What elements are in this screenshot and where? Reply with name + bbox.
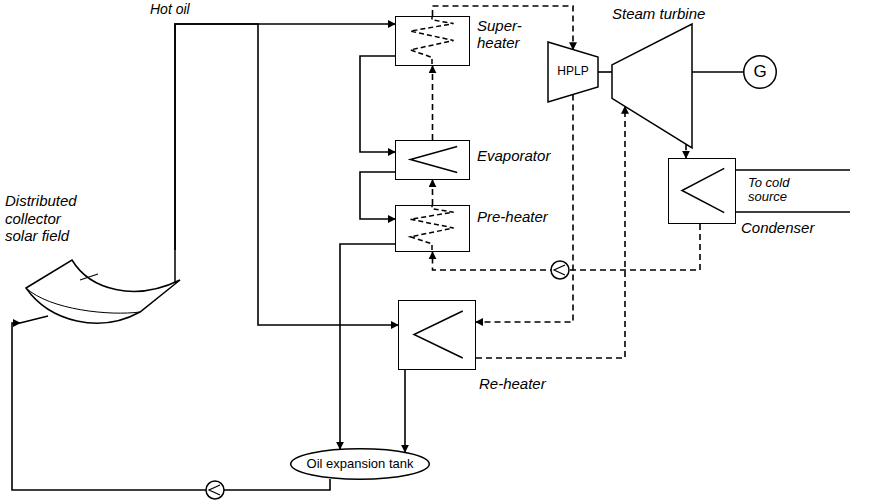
feed-pump (551, 261, 569, 279)
node-heading: Re-heater (479, 375, 546, 392)
preheater-box: Pre-heater (395, 205, 470, 252)
trough-edge (26, 288, 140, 313)
generator-outline (744, 56, 777, 89)
node-label: HPLP (557, 65, 588, 79)
coil-symbol (410, 206, 453, 250)
node-outline (20, 250, 185, 335)
node-heading: Super- heater (477, 17, 539, 52)
oil-line (360, 56, 395, 152)
oil-line (12, 323, 330, 490)
node-outline (396, 141, 468, 178)
steam-turbine: Steam turbine (612, 24, 692, 148)
node-outline (396, 206, 468, 250)
parabolic-trough (26, 260, 180, 323)
oil-line (175, 24, 395, 250)
node-heading: Distributed collector solar field (5, 192, 97, 244)
steam-line (476, 95, 573, 323)
oil-line (175, 24, 398, 325)
node-heading: Evaporator (477, 147, 550, 164)
cooling-water-line (736, 170, 850, 212)
node-heading: Pre-heater (477, 208, 548, 225)
flow-label: To cold source (748, 176, 810, 205)
oil-line (360, 172, 395, 219)
reheater-box: Re-heater (398, 300, 476, 370)
oil-line (404, 370, 406, 452)
oil-line (598, 71, 612, 73)
coil-symbol (682, 168, 724, 212)
pump-symbol (551, 261, 569, 279)
node-outline (396, 17, 468, 64)
node-label: G (753, 62, 766, 82)
node-outline (612, 24, 692, 148)
superheater-box: Super- heater (395, 16, 470, 66)
coil-symbol (414, 311, 463, 358)
steam-line (476, 106, 625, 358)
steam-line (432, 66, 434, 140)
hp-turbine: HPLP (548, 42, 598, 102)
collector-field: Distributed collector solar field (20, 250, 185, 335)
steam-line (432, 180, 434, 205)
turbine-outline (612, 24, 692, 148)
oil-line (692, 71, 743, 73)
connector-group (12, 6, 743, 490)
turbine-outline (548, 42, 598, 102)
pump-direction (554, 265, 565, 275)
oil-pump (206, 481, 224, 499)
condenser-box: Condenser (668, 158, 736, 224)
oil-line (340, 244, 395, 449)
generator-circle: G (743, 55, 777, 89)
node-heading: Steam turbine (612, 5, 705, 22)
coil-symbol (410, 17, 453, 64)
coil-symbol (410, 147, 457, 173)
sun-ray (80, 274, 98, 280)
node-outline (669, 159, 734, 222)
pump-direction (209, 485, 220, 495)
flow-label: Hot oil (150, 2, 190, 17)
evaporator-box: Evaporator (395, 140, 470, 180)
pump-symbol (206, 481, 224, 499)
tank-outline (291, 449, 430, 480)
node-label: Oil expansion tank (307, 457, 414, 472)
node-outline (399, 301, 474, 368)
steam-line (685, 144, 687, 158)
node-heading: Condenser (741, 219, 814, 236)
expansion-tank: Oil expansion tank (290, 448, 430, 480)
